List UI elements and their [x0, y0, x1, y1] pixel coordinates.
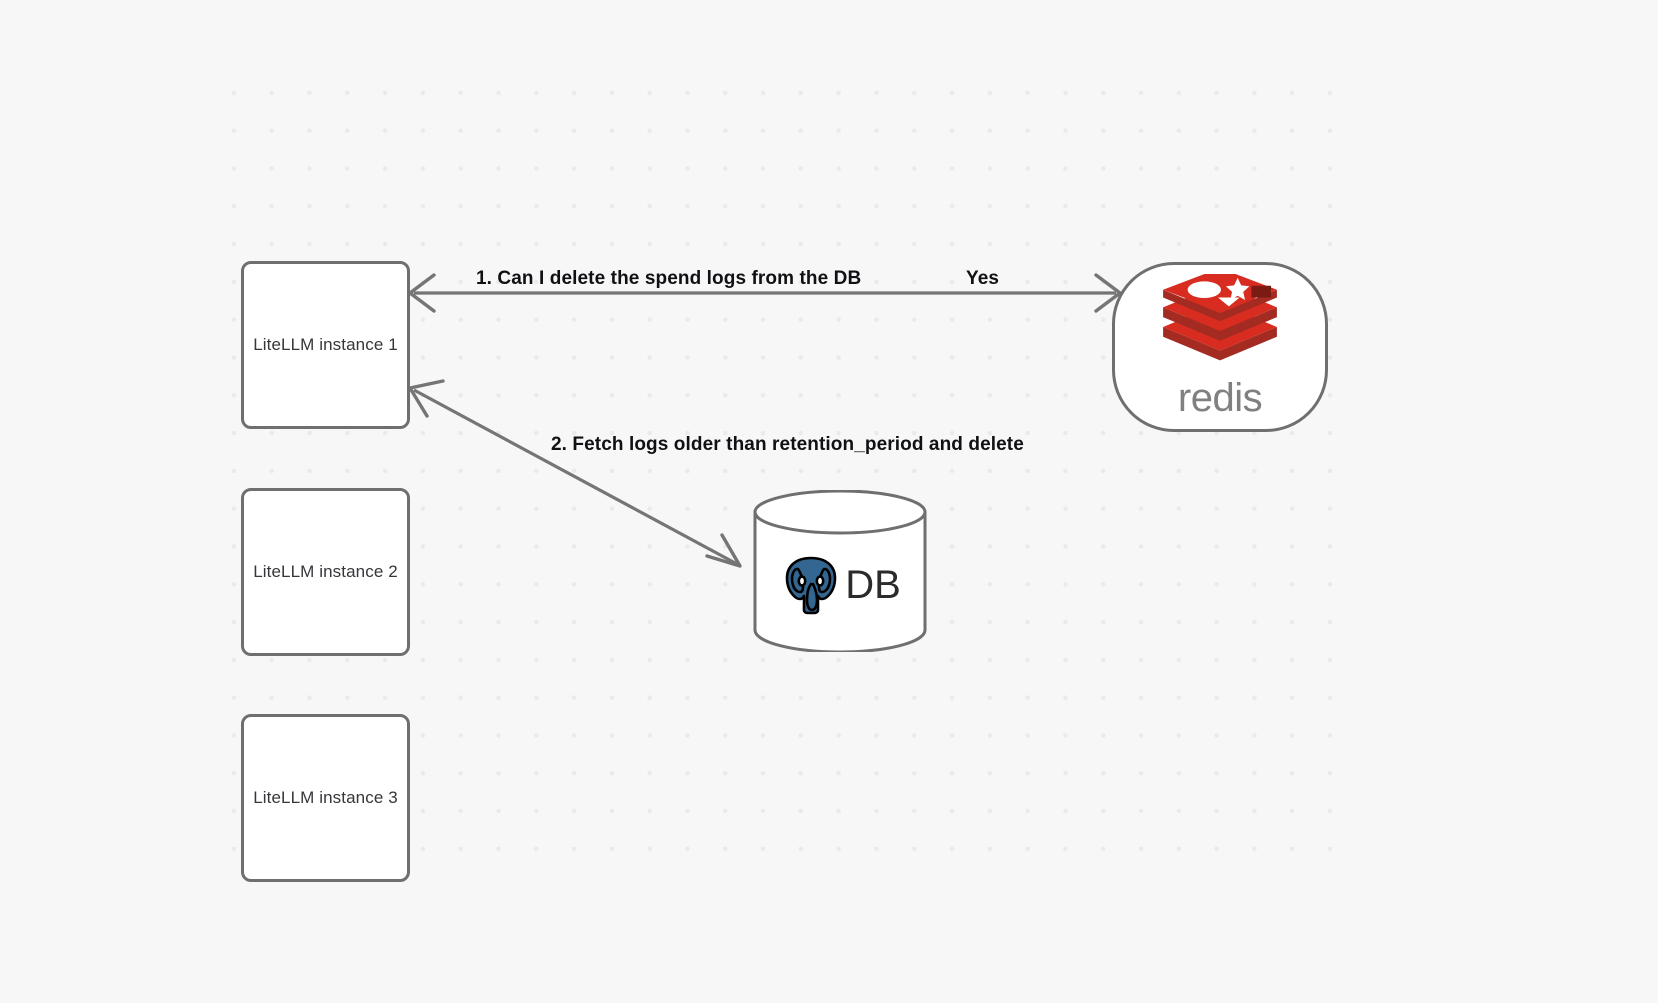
node-postgres-db[interactable]: DB: [752, 490, 928, 652]
node-redis[interactable]: redis: [1112, 262, 1328, 432]
redis-wordmark-text: redis: [1178, 378, 1262, 420]
arrowhead-downright-icon: [705, 533, 742, 568]
cylinder-shape: [753, 490, 927, 652]
node-litellm-instance-1-label: LiteLLM instance 1: [253, 335, 398, 355]
edge-label-step-1: 1. Can I delete the spend logs from the …: [476, 268, 862, 289]
postgres-logo-group: DB: [752, 534, 928, 634]
arrowhead-left-icon: [408, 273, 436, 313]
node-litellm-instance-2[interactable]: LiteLLM instance 2: [241, 488, 410, 656]
arrowhead-upleft-icon: [408, 379, 445, 418]
redis-wordmark: redis: [1178, 378, 1263, 420]
node-litellm-instance-2-label: LiteLLM instance 2: [253, 562, 398, 582]
node-litellm-instance-3-label: LiteLLM instance 3: [253, 788, 398, 808]
postgres-db-label: DB: [845, 563, 901, 607]
edge-label-yes-reply: Yes: [966, 268, 1000, 289]
node-litellm-instance-3[interactable]: LiteLLM instance 3: [241, 714, 410, 882]
node-litellm-instance-1[interactable]: LiteLLM instance 1: [241, 261, 410, 429]
edge-litellm1-postgres: [408, 379, 742, 568]
redis-logo-icon: [1163, 274, 1277, 361]
edge-label-step-2: 2. Fetch logs older than retention_perio…: [551, 434, 1024, 455]
postgresql-elephant-icon: [785, 556, 837, 615]
